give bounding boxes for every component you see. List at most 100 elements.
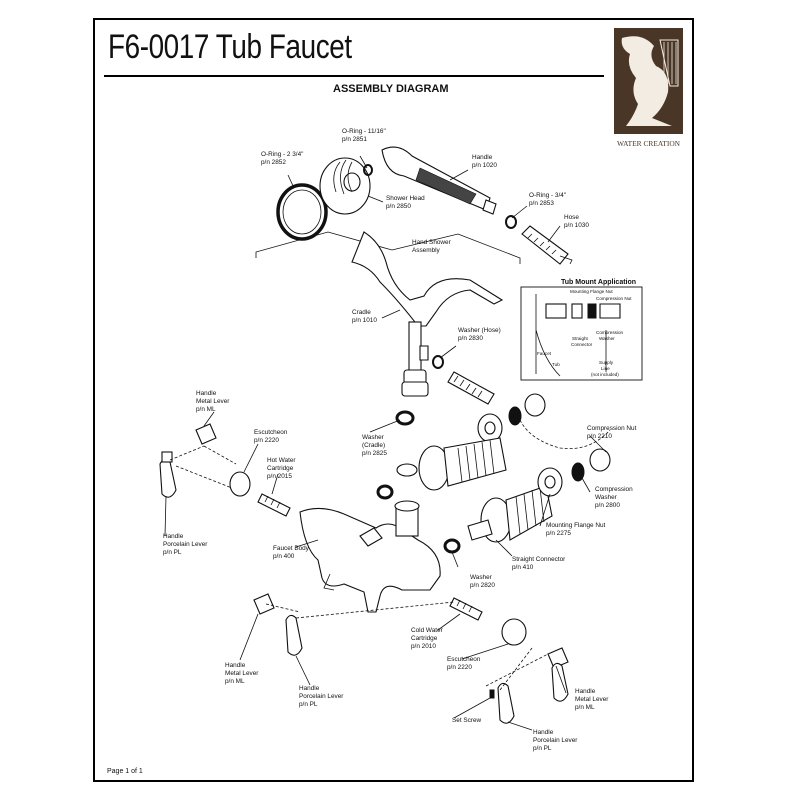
cradle <box>351 231 504 397</box>
part-label-line: p/n 2220 <box>254 437 279 444</box>
part-label-line: p/n 2852 <box>261 159 286 166</box>
part-label-line: Handle <box>575 688 596 695</box>
set-screw <box>489 689 495 699</box>
part-label-line: Escutcheon <box>254 429 288 436</box>
diagram-subtitle: ASSEMBLY DIAGRAM <box>333 83 449 95</box>
part-label-line: p/n PL <box>533 745 552 752</box>
part-label-line: Handle <box>472 154 493 161</box>
part-label-line: p/n 400 <box>273 553 295 560</box>
part-label-line: p/n 2830 <box>458 335 483 342</box>
callout-lines <box>164 155 607 731</box>
straight-connector-lower <box>467 485 553 543</box>
inset-label: Compression Nut <box>596 296 632 301</box>
part-label-line: Washer <box>362 434 385 441</box>
part-label-line: Cold Water <box>411 627 444 634</box>
part-label-line: Hand Shower <box>412 239 452 246</box>
part-label: Washer(Cradle)p/n 2825 <box>362 434 387 457</box>
part-label-line: p/n 2851 <box>342 136 367 143</box>
part-label-line: Straight Connector <box>512 556 566 563</box>
part-label-line: Handle <box>163 533 184 540</box>
compression-washer-lower <box>571 462 585 482</box>
hose-connector <box>447 371 495 405</box>
part-label-line: p/n 1010 <box>352 317 377 324</box>
handle-metal-lever-lower-right <box>547 647 569 669</box>
part-label: Washer (Hose)p/n 2830 <box>458 327 501 342</box>
part-label-line: Compression <box>595 486 633 493</box>
part-label-line: Hot Water <box>267 457 296 464</box>
part-label-line: Metal Lever <box>196 398 230 405</box>
part-label: Set Screw <box>452 717 482 724</box>
lower-dash-lines <box>265 601 549 691</box>
page-number: Page 1 of 1 <box>107 768 143 775</box>
part-label-line: p/n 1020 <box>472 162 497 169</box>
part-label-line: Compression Nut <box>587 425 637 432</box>
mounting-flange-upper <box>477 413 503 443</box>
part-label-line: p/n 2210 <box>587 433 612 440</box>
part-label-line: Cartridge <box>411 635 438 642</box>
inset-label: Faucet <box>537 351 552 356</box>
part-label-line: Cartridge <box>267 465 294 472</box>
inset-label: Connector <box>571 342 593 347</box>
part-label-line: p/n 2220 <box>447 664 472 671</box>
part-label-line: p/n 2850 <box>386 203 411 210</box>
faucet-body <box>299 463 441 613</box>
part-label-line: Handle <box>196 390 217 397</box>
part-label-line: p/n ML <box>196 406 216 413</box>
escutcheon-left-upper <box>229 471 251 497</box>
cold-water-cartridge <box>449 597 483 621</box>
water-creation-logo: WATER CREATION <box>612 26 685 155</box>
compression-nut-upper <box>524 393 546 417</box>
escutcheon-lower <box>501 618 527 646</box>
handle-porcelain-lever-lower-left <box>285 614 303 656</box>
straight-connector-upper <box>418 437 507 491</box>
hose <box>521 225 573 265</box>
part-label-line: Set Screw <box>452 717 482 724</box>
part-label-line: Washer <box>470 574 493 581</box>
part-label-line: p/n ML <box>575 704 595 711</box>
left-upper-dash <box>169 445 237 489</box>
compression-washer-upper <box>508 406 522 426</box>
mounting-flange-lower <box>537 467 563 497</box>
logo-text: WATER CREATION <box>617 139 681 148</box>
part-label-line: Washer <box>595 494 618 501</box>
part-label-line: Escutcheon <box>447 656 481 663</box>
part-label-line: p/n PL <box>299 701 318 708</box>
washer-cradle <box>395 410 415 426</box>
tub-dash-curve <box>519 419 611 449</box>
handle-metal-lever-lower-left <box>253 593 275 615</box>
part-label-line: p/n 1030 <box>564 222 589 229</box>
part-label: O-Ring - 2 3/4"p/n 2852 <box>261 151 303 166</box>
part-label-line: p/n 410 <box>512 564 534 571</box>
part-label-line: Hose <box>564 214 579 221</box>
part-label-line: Metal Lever <box>575 696 609 703</box>
part-label-line: Porcelain Lever <box>533 737 578 744</box>
inset-label: Straight <box>572 336 589 341</box>
o-ring-small <box>363 164 373 176</box>
o-ring-3-4 <box>505 215 517 229</box>
page-title: F6-0017 Tub Faucet <box>108 28 352 66</box>
handle-metal-lever-upper-left <box>195 423 217 445</box>
tub-mount-inset <box>520 286 643 381</box>
part-label-line: Porcelain Lever <box>163 541 208 548</box>
inset-label: Washer <box>599 336 615 341</box>
part-label-line: p/n 2825 <box>362 450 387 457</box>
part-label-line: p/n 2853 <box>529 200 554 207</box>
part-label-line: p/n 2010 <box>411 643 436 650</box>
washer-hose <box>432 355 444 369</box>
inset-label: (not included) <box>591 372 619 377</box>
